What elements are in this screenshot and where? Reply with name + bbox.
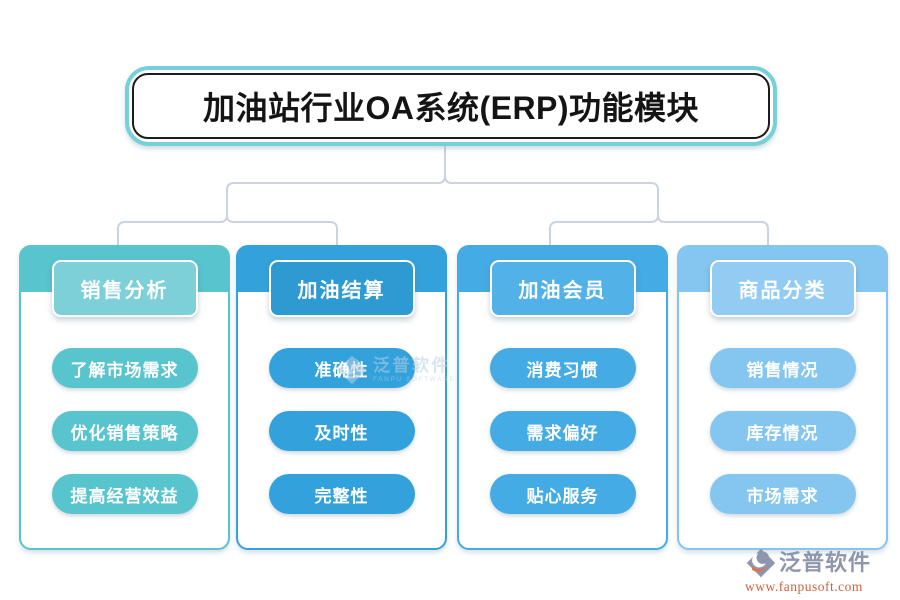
- card-header-label: 销售分析: [80, 280, 169, 302]
- watermark-subtitle: FANPU SOFTWARE: [373, 375, 456, 383]
- card-header-label: 加油结算: [297, 280, 386, 302]
- feature-pill: 消费习惯: [489, 348, 636, 388]
- card-header-sales-analysis: 销售分析: [51, 260, 198, 317]
- feature-pill-label: 了解市场需求: [70, 360, 179, 380]
- feature-pill-label: 及时性: [314, 423, 369, 443]
- card-header-label: 加油会员: [518, 280, 607, 302]
- fanpu-website-url: www.fanpusoft.com: [745, 579, 863, 594]
- module-card-fuel-membership: 加油会员 消费习惯 需求偏好 贴心服务: [457, 245, 668, 550]
- diagram-title-frame: 加油站行业OA系统(ERP)功能模块: [132, 73, 770, 139]
- feature-pill-label: 消费习惯: [526, 360, 599, 380]
- feature-pill: 完整性: [268, 474, 415, 514]
- card-header-fuel-settlement: 加油结算: [268, 260, 415, 317]
- feature-pill: 销售情况: [709, 348, 856, 388]
- module-card-product-classification: 商品分类 销售情况 库存情况 市场需求: [677, 245, 888, 550]
- feature-pill: 贴心服务: [489, 474, 636, 514]
- diagram-title-box: 加油站行业OA系统(ERP)功能模块: [125, 66, 777, 146]
- module-card-fuel-settlement: 加油结算 准确性 及时性 完整性: [236, 245, 447, 550]
- feature-pill: 了解市场需求: [51, 348, 198, 388]
- watermark-name: 泛普软件: [373, 355, 451, 375]
- fanpu-logo: 泛普软件 www.fanpusoft.com: [745, 547, 890, 594]
- feature-pill-label: 市场需求: [746, 486, 819, 506]
- feature-pill: 优化销售策略: [51, 411, 198, 451]
- feature-pill: 提高经营效益: [51, 474, 198, 514]
- watermark: 泛普软件 FANPU SOFTWARE: [336, 354, 455, 386]
- diagram-title: 加油站行业OA系统(ERP)功能模块: [202, 90, 700, 126]
- feature-pill: 及时性: [268, 411, 415, 451]
- feature-pill: 库存情况: [709, 411, 856, 451]
- feature-pill-label: 完整性: [314, 486, 369, 506]
- feature-pill: 需求偏好: [489, 411, 636, 451]
- feature-pill-label: 需求偏好: [526, 423, 599, 443]
- module-card-sales-analysis: 销售分析 了解市场需求 优化销售策略 提高经营效益: [19, 245, 230, 550]
- feature-pill-label: 贴心服务: [526, 486, 599, 506]
- card-header-fuel-membership: 加油会员: [489, 260, 636, 317]
- fanpu-watermark-icon: [337, 355, 367, 385]
- feature-pill-label: 提高经营效益: [70, 486, 179, 506]
- feature-pill-label: 销售情况: [746, 360, 819, 380]
- feature-pill-label: 优化销售策略: [70, 423, 179, 443]
- feature-pill: 市场需求: [709, 474, 856, 514]
- card-header-label: 商品分类: [738, 280, 827, 302]
- card-header-product-classification: 商品分类: [709, 260, 856, 317]
- fanpu-logo-icon: [746, 548, 776, 578]
- fanpu-logo-name: 泛普软件: [779, 550, 872, 575]
- feature-pill-label: 库存情况: [746, 423, 819, 443]
